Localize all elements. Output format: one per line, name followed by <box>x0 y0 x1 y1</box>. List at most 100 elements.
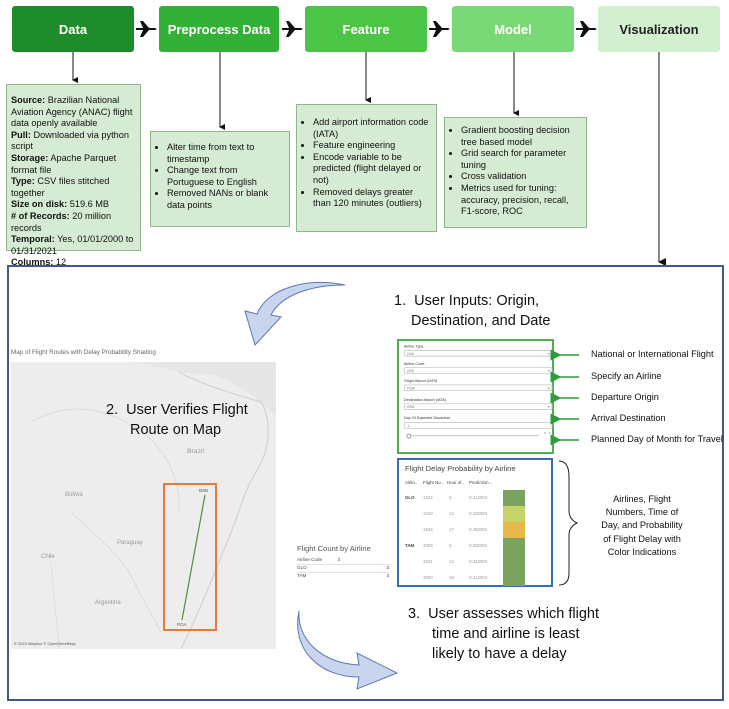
flight-route-line[interactable] <box>163 483 217 631</box>
column-header-prediction: Prediction .. <box>469 480 493 485</box>
table-header: Airlin.. Flight Nu.. Hour of.. Predictio… <box>405 480 545 488</box>
airline-code-select[interactable]: (All)▾ <box>403 367 553 374</box>
step3-line1: User assesses which flight <box>428 606 599 622</box>
delay-color-cell <box>503 538 525 554</box>
annotation-origin: Departure Origin <box>591 392 659 402</box>
feature-note: Add airport information code (IATA) Feat… <box>296 104 437 232</box>
table-annotation-line: Airlines, Flight <box>613 494 671 504</box>
day-label: Day Of Expected Departure <box>403 415 451 420</box>
map-label-bolivia: Bolivia <box>65 492 83 498</box>
delay-color-cell <box>503 490 525 506</box>
cell-flight: 3031 <box>423 559 433 564</box>
cell-hour: 18 <box>449 575 454 580</box>
airline-code-label: Airline Code <box>403 361 425 366</box>
origin-airport-select[interactable]: POA▾ <box>403 384 553 392</box>
data-temporal: Temporal: Yes, 01/01/2000 to 01/31/2021 <box>11 234 134 256</box>
table-row[interactable]: 3031 12 0.342060 <box>405 554 545 570</box>
origin-airport-label: Origin Airport (IATA) <box>403 378 438 383</box>
day-input[interactable]: 1 <box>403 422 553 429</box>
day-value: 1 <box>407 423 410 428</box>
stage-feature: Feature <box>305 6 427 52</box>
data-records: # of Records: 20 million records <box>11 210 112 233</box>
step3-number: 3. <box>408 606 421 622</box>
visualization-panel: 1. User Inputs: Origin, Destination, and… <box>7 265 724 701</box>
stage-model: Model <box>452 6 574 52</box>
delay-color-cell <box>503 570 525 586</box>
data-columns: Columns: 12 <box>11 257 67 268</box>
step2-line2: Route on Map <box>130 422 222 438</box>
cell-hour: 12 <box>449 511 454 516</box>
dest-airport-select[interactable]: BSB▾ <box>403 403 553 410</box>
airplane-icon <box>429 21 450 37</box>
chevron-right-icon[interactable]: › <box>549 431 551 437</box>
origin-marker-label: BSB <box>199 488 209 493</box>
chevron-down-icon: ▾ <box>548 351 550 356</box>
dest-airport-label: Destination Airport (IATA) <box>403 397 447 402</box>
table-row[interactable]: 1040 12 0.225893 <box>405 506 545 522</box>
stage-visualization: Visualization <box>598 6 720 52</box>
data-type: Type: CSV files stitched together <box>11 176 110 198</box>
list-item: Removed delays greater than 120 minutes … <box>313 187 432 210</box>
curved-arrow-icon <box>244 282 346 346</box>
sort-icon[interactable]: ⇕ <box>337 557 341 562</box>
delay-table-title: Flight Delay Probability by Airline <box>405 464 516 473</box>
stage-visualization-label: Visualization <box>619 21 699 37</box>
stage-model-label: Model <box>494 21 532 37</box>
annotation-day: Planned Day of Month for Travel <box>591 434 723 444</box>
delay-color-cell <box>503 522 525 538</box>
cell-count: 3 <box>386 573 389 578</box>
cell-hour: 12 <box>449 559 454 564</box>
step1-text: 1. User Inputs: Origin, Destination, and… <box>394 291 550 331</box>
step1-line2: Destination, and Date <box>411 313 551 329</box>
flight-count-title: Flight Count by Airline <box>297 544 371 553</box>
stage-preprocess-label: Preprocess Data <box>167 21 271 37</box>
step2-line1: User Verifies Flight <box>126 402 248 418</box>
map-view[interactable]: Brazil Bolivia Paraguay Chile Argentina … <box>11 362 276 649</box>
table-annotation-line: Day, and Probability <box>601 520 683 531</box>
airline-type-label: Airline Type <box>403 344 424 349</box>
map-label-argentina: Argentina <box>95 600 121 606</box>
step1-line1: User Inputs: Origin, <box>414 293 540 309</box>
slider-handle[interactable] <box>406 433 412 439</box>
cell-flight: 1040 <box>423 511 433 516</box>
table-row[interactable]: TAM 3086 5 0.300001 <box>405 538 545 554</box>
table-row[interactable]: GLO 3 <box>297 564 389 572</box>
stage-data: Data <box>12 6 134 52</box>
delay-color-cell <box>503 506 525 522</box>
map-attribution: © 2022 Mapbox © OpenStreetMap <box>14 641 76 646</box>
table-annotation-line: of Flight Delay with <box>603 533 681 544</box>
model-note: Gradient boosting decision tree based mo… <box>444 117 587 228</box>
table-row[interactable]: 3090 18 0.312503 <box>405 570 545 586</box>
list-item: Removed NANs or blank data points <box>167 188 285 211</box>
table-annotation-line: Color Indications <box>607 546 677 557</box>
data-pull: Pull: Downloaded via python script <box>11 129 129 152</box>
column-header-hour: Hour of.. <box>447 480 464 485</box>
cell-code: TAM <box>297 573 307 578</box>
stage-preprocess: Preprocess Data <box>159 6 279 52</box>
annotation-national: National or International Flight <box>591 349 714 359</box>
cell-hour: 5 <box>449 495 452 500</box>
map-label-paraguay: Paraguay <box>117 540 143 546</box>
stage-feature-label: Feature <box>342 21 390 37</box>
cell-flight: 3090 <box>423 575 433 580</box>
map-title: Map of Flight Routes with Delay Probabil… <box>11 349 156 356</box>
cell-prediction: 0.450001 <box>469 527 488 532</box>
list-item: Feature engineering <box>313 140 432 152</box>
flight-count-header: Airline Code ⇕ <box>297 557 389 564</box>
step1-number: 1. <box>394 293 407 309</box>
annotation-arrows <box>550 349 579 586</box>
list-item: Grid search for parameter tuning <box>461 148 582 171</box>
airplane-icon <box>282 21 303 37</box>
list-item: Cross validation <box>461 171 582 183</box>
list-item: Metrics used for tuning: accuracy, preci… <box>461 183 582 218</box>
day-slider[interactable]: ‹ › <box>404 431 552 439</box>
list-item: Change text from Portuguese to English <box>167 165 285 188</box>
list-item: Alter time from text to timestamp <box>167 142 285 165</box>
dest-marker-label: POA <box>177 622 187 627</box>
chevron-down-icon: ▾ <box>548 386 550 391</box>
table-row[interactable]: 1945 17 0.450001 <box>405 522 545 538</box>
chevron-left-icon[interactable]: ‹ <box>544 431 546 437</box>
table-row[interactable]: TAM 3 <box>297 572 389 580</box>
table-row[interactable]: GLO 1522 5 0.312503 <box>405 490 545 506</box>
